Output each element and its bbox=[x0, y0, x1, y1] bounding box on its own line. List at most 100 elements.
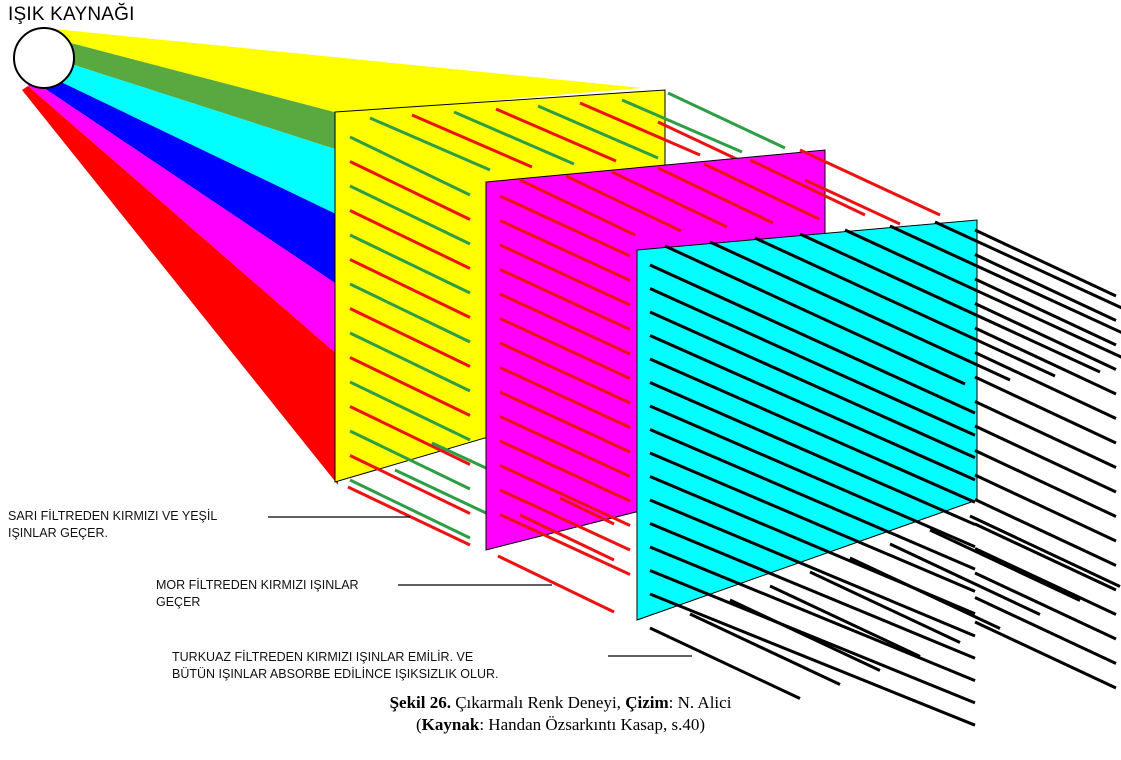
magenta-filter-ray bbox=[657, 166, 774, 225]
black-ray bbox=[689, 612, 841, 686]
yellow-filter-ray bbox=[349, 184, 471, 246]
black-ray bbox=[974, 277, 1117, 347]
magenta-filter-ray bbox=[565, 174, 682, 233]
yellow-filter-ray bbox=[349, 429, 471, 491]
magenta-filter-ray bbox=[611, 170, 728, 229]
black-ray bbox=[974, 571, 1117, 641]
magenta-filter-label-line2: GEÇER bbox=[156, 595, 201, 609]
beam-red bbox=[22, 86, 338, 485]
magenta-filter-label: MOR FİLTREDEN KIRMIZI IŞINLAR GEÇER bbox=[156, 577, 359, 611]
caption-source-text: : Handan Özsarkıntı Kasap, s.40) bbox=[479, 715, 705, 734]
cyan-filter-ray bbox=[799, 232, 1101, 374]
yellow-filter-ray bbox=[349, 454, 471, 515]
yellow-filter-ray bbox=[349, 380, 471, 442]
figure-caption: Şekil 26. Çıkarmalı Renk Deneyi, Çizim: … bbox=[0, 692, 1121, 736]
yellow-filter-ray bbox=[495, 107, 617, 163]
cyan-filter-ray bbox=[649, 263, 976, 415]
cyan-filter-ray bbox=[649, 522, 976, 660]
black-ray bbox=[929, 528, 1081, 602]
black-ray bbox=[974, 498, 1117, 567]
black-ray bbox=[974, 547, 1117, 616]
magenta-filter-ray bbox=[499, 292, 631, 356]
black-ray bbox=[889, 542, 1041, 616]
black-ray bbox=[974, 375, 1117, 445]
cyan-filter-ray bbox=[649, 592, 976, 727]
black-ray bbox=[809, 570, 961, 644]
light-source-circle bbox=[13, 27, 75, 89]
yellow-filter-ray bbox=[349, 405, 471, 466]
yellow-filter-ray bbox=[349, 209, 471, 270]
cyan-filter-ray bbox=[649, 498, 976, 638]
yellow-filter-ray bbox=[349, 478, 471, 540]
black-ray bbox=[729, 598, 881, 672]
beam-blue bbox=[32, 70, 338, 285]
passed-red-ray bbox=[559, 496, 615, 526]
black-ray bbox=[649, 626, 801, 700]
magenta-filter-ray bbox=[499, 513, 631, 576]
yellow-filter-ray bbox=[453, 110, 575, 166]
caption-title: Çıkarmalı Renk Deneyi, bbox=[450, 693, 626, 712]
magenta-filter-ray bbox=[499, 243, 631, 307]
yellow-filter-ray bbox=[349, 135, 471, 197]
light-beams bbox=[22, 28, 642, 485]
magenta-filter-label-line1: MOR FİLTREDEN KIRMIZI IŞINLAR bbox=[156, 578, 359, 592]
beam-green bbox=[40, 36, 338, 150]
caption-figure-number: Şekil 26. bbox=[389, 693, 451, 712]
yellow-filter-label-line1: SARI FİLTREDEN KIRMIZI VE YEŞİL bbox=[8, 509, 218, 523]
yellow-filter-ray bbox=[349, 282, 471, 344]
cyan-filter-ray bbox=[649, 334, 976, 482]
black-ray bbox=[974, 302, 1117, 371]
black-ray bbox=[974, 596, 1117, 665]
magenta-filter-ray bbox=[499, 464, 631, 527]
beam-cyan bbox=[36, 54, 338, 215]
cyan-filter-label: TURKUAZ FİLTREDEN KIRMIZI IŞINLAR EMİLİR… bbox=[172, 649, 498, 683]
magenta-filter-ray bbox=[499, 488, 631, 552]
yellow-filter-ray bbox=[537, 104, 659, 160]
light-source-title: IŞIK KAYNAĞI bbox=[8, 4, 135, 25]
cyan-filter-ray bbox=[649, 428, 976, 571]
yellow-filter-label-line2: IŞINLAR GEÇER. bbox=[8, 526, 109, 540]
beam-magenta bbox=[28, 80, 338, 355]
magenta-filter-ray bbox=[499, 439, 631, 503]
black-ray bbox=[974, 620, 1117, 690]
black-ray bbox=[974, 351, 1117, 420]
black-ray bbox=[974, 473, 1117, 543]
cyan-filter-ray bbox=[649, 357, 976, 504]
yellow-filter-ray bbox=[349, 160, 471, 221]
yellow-filter-ray bbox=[349, 307, 471, 368]
magenta-filter-ray bbox=[703, 162, 820, 221]
caption-open-paren: ( bbox=[416, 715, 422, 734]
magenta-filter-ray bbox=[749, 158, 866, 217]
cyan-filter-ray bbox=[649, 310, 976, 459]
magenta-filter-ray bbox=[499, 219, 631, 282]
light-source bbox=[13, 27, 75, 89]
yellow-filter-ray bbox=[349, 331, 471, 393]
cyan-filter-ray bbox=[649, 381, 976, 526]
passed-green-ray bbox=[394, 468, 487, 515]
passed-red-ray bbox=[519, 513, 615, 562]
yellow-filter-ray bbox=[349, 233, 471, 295]
yellow-filter-ray bbox=[621, 98, 743, 154]
cyan-filter-label-line2: BÜTÜN IŞINLAR ABSORBE EDİLİNCE IŞIKSIZLI… bbox=[172, 667, 499, 681]
yellow-filter-ray bbox=[349, 258, 471, 319]
label-leader-lines bbox=[268, 516, 692, 657]
caption-line-1: Şekil 26. Çıkarmalı Renk Deneyi, Çizim: … bbox=[0, 692, 1121, 714]
passed-green-ray bbox=[431, 441, 487, 470]
yellow-filter-ray bbox=[369, 116, 491, 172]
yellow-filter-ray bbox=[411, 113, 533, 169]
magenta-filter-ray bbox=[499, 366, 631, 429]
caption-line-2: (Kaynak: Handan Özsarkıntı Kasap, s.40) bbox=[0, 714, 1121, 736]
black-ray bbox=[969, 514, 1121, 588]
cyan-filter-label-line1: TURKUAZ FİLTREDEN KIRMIZI IŞINLAR EMİLİR… bbox=[172, 650, 474, 664]
cyan-filter-ray bbox=[649, 404, 976, 549]
magenta-filter-ray bbox=[499, 268, 631, 331]
magenta-filter-ray bbox=[499, 317, 631, 380]
black-ray bbox=[974, 326, 1117, 396]
beam-yellow bbox=[44, 28, 642, 113]
black-ray bbox=[769, 584, 921, 658]
cyan-filter-ray bbox=[649, 451, 976, 593]
black-ray bbox=[974, 424, 1117, 494]
passed-red-ray bbox=[799, 148, 941, 217]
cyan-filter-ray bbox=[934, 220, 1121, 310]
